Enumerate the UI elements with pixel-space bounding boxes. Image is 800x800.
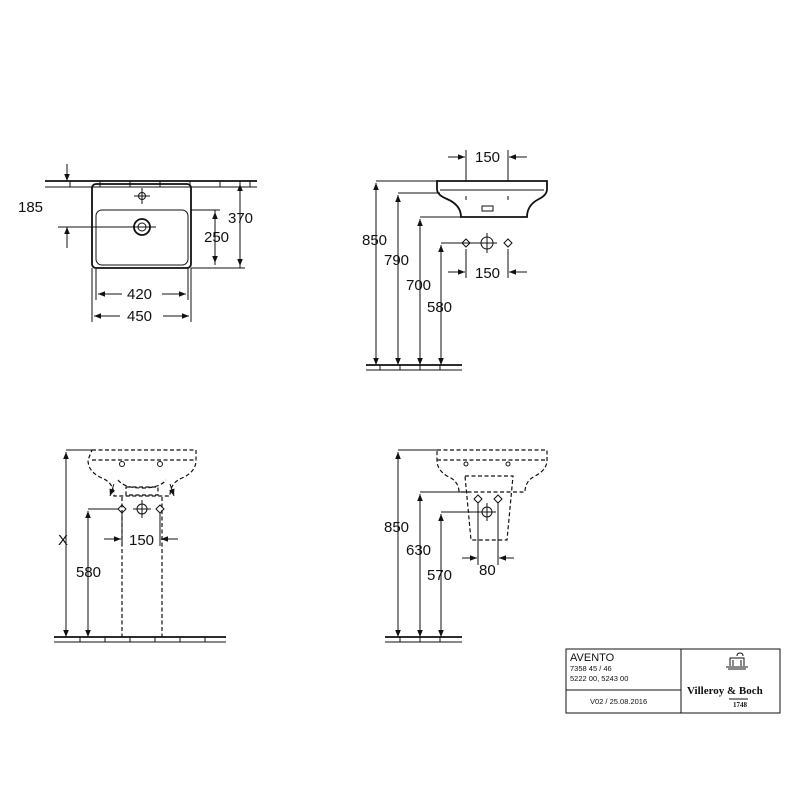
basin-outline	[91, 183, 192, 269]
brand-name: Villeroy & Boch	[687, 685, 763, 697]
basin-side	[436, 180, 548, 218]
side-install-view: 80 850 630 570	[384, 449, 548, 643]
dim-370: 370	[228, 210, 253, 227]
brand-logo: Villeroy & Boch 1748	[687, 652, 763, 709]
dim-850: 850	[362, 232, 387, 249]
dim-570: 570	[427, 567, 452, 584]
version-date: V02 / 25.08.2016	[590, 697, 647, 706]
dim-185: 185	[18, 199, 43, 216]
dim-450: 450	[127, 308, 152, 325]
dim-front-150: 150	[129, 532, 154, 549]
dim-420: 420	[127, 286, 152, 303]
dim-side-150-top: 150	[475, 149, 500, 166]
product-name: AVENTO	[570, 652, 615, 664]
front-install-view: 150 X 580	[54, 449, 226, 643]
side-view: 150 150 850 790 700 580	[362, 149, 548, 371]
dim-580: 580	[427, 299, 452, 316]
basin-bowl	[95, 209, 189, 266]
article-numbers-2: 5222 00, 5243 00	[570, 674, 628, 683]
dim-790: 790	[384, 252, 409, 269]
dim-700: 700	[406, 277, 431, 294]
dim-front-580: 580	[76, 564, 101, 581]
dim-80: 80	[479, 562, 496, 579]
top-view: 185 370 250 420 450	[18, 164, 257, 325]
dim-install-850: 850	[384, 519, 409, 536]
brand-year: 1748	[733, 701, 748, 709]
title-block: AVENTO 7358 45 / 46 5222 00, 5243 00 V02…	[565, 648, 781, 714]
dim-250: 250	[204, 229, 229, 246]
connection-points	[461, 233, 513, 253]
dim-630: 630	[406, 542, 431, 559]
dim-x: X	[58, 532, 68, 549]
dim-side-150-bottom: 150	[475, 265, 500, 282]
article-numbers-1: 7358 45 / 46	[570, 664, 612, 673]
